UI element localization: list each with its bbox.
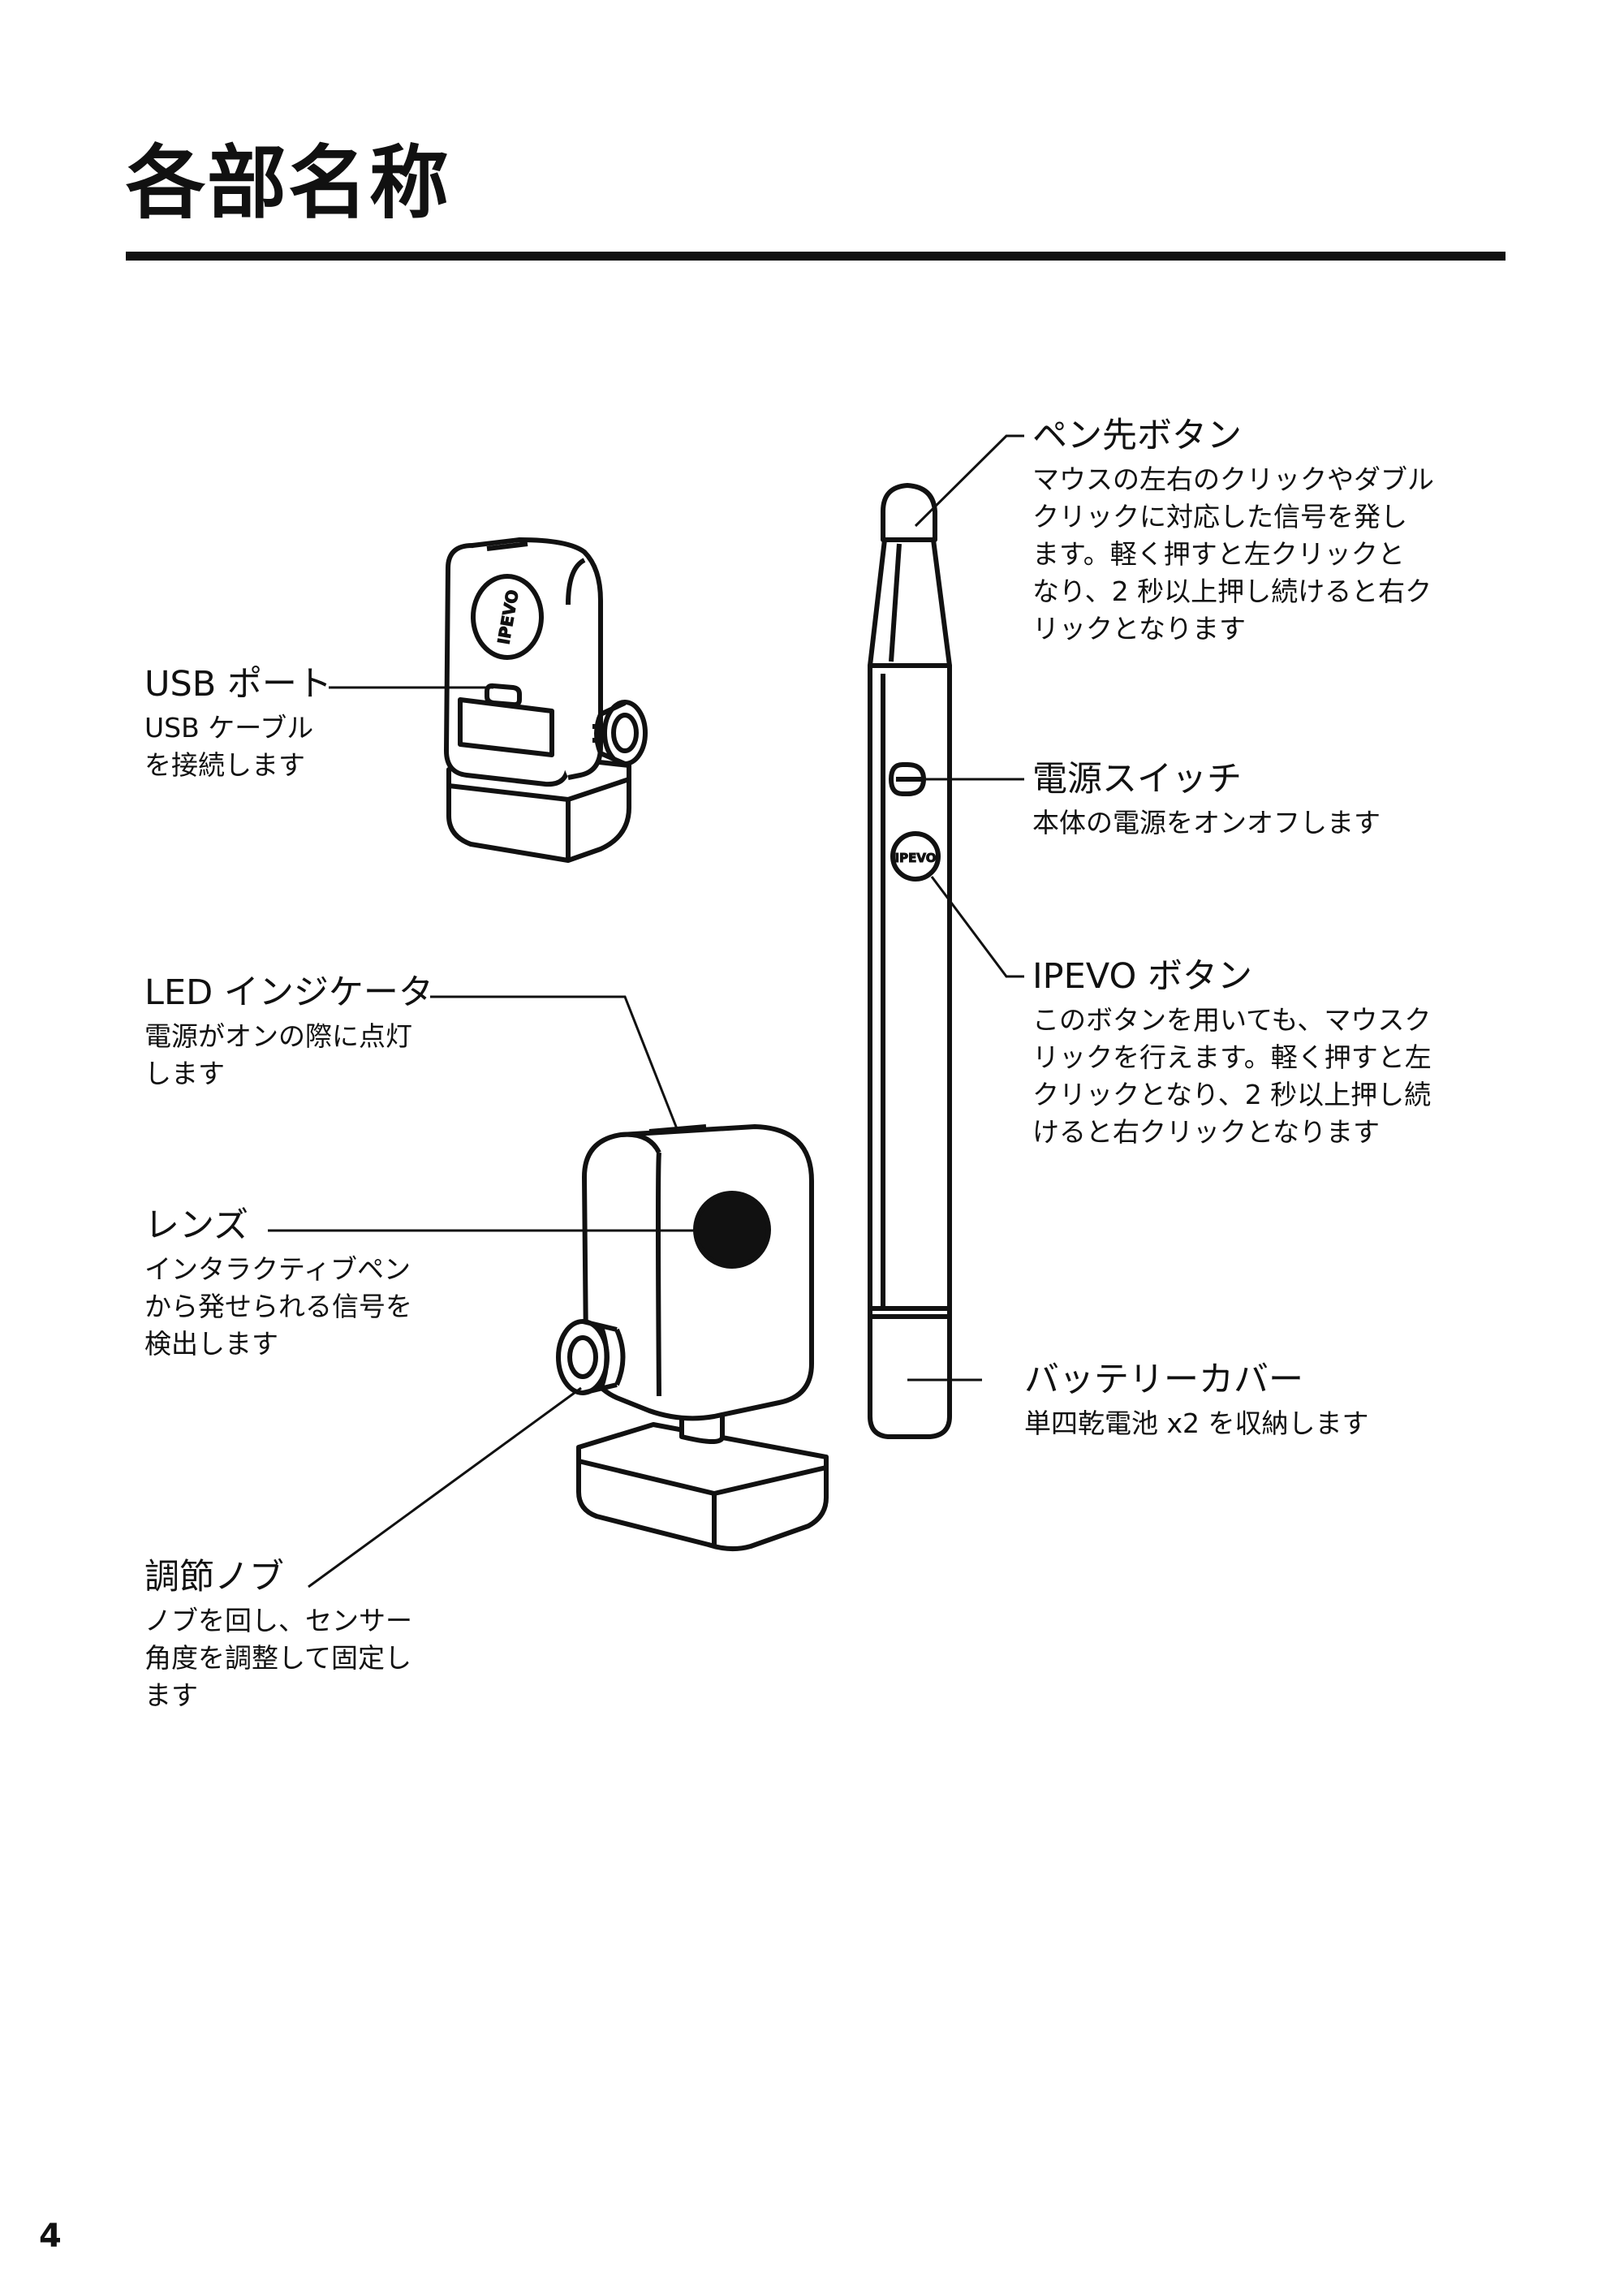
ipevo-button-description: このボタンを用いても、マウスク リックを行えます。軽く押すと左 クリックとなり、… — [1032, 1003, 1432, 1149]
ipevo-button-leader — [930, 876, 1024, 978]
sensor-front-base — [576, 1422, 829, 1551]
pen-illustration — [868, 483, 952, 1439]
label-battery-cover: バッテリーカバー 単四乾電池 x2 を収納します — [1024, 1360, 1369, 1442]
page-number: 4 — [39, 2218, 62, 2255]
knob-heading: 調節ノブ — [144, 1557, 284, 1597]
sensor-front-side — [620, 1132, 661, 1154]
sensor-back-illustration — [444, 537, 648, 863]
pen-tip-button — [881, 483, 937, 542]
sensor-front-neck — [679, 1416, 725, 1444]
usb-port-description: USB ケーブル を接続します — [144, 711, 314, 781]
label-lens: レンズ インタラクティブペン から発せられる信号を 検出します — [144, 1205, 412, 1363]
led-description: 電源がオンの際に点灯 します — [144, 1019, 412, 1089]
label-led-indicator: LED インジケータ 電源がオンの際に点灯 します — [144, 972, 433, 1093]
pen-tip-cone-inner — [889, 543, 902, 662]
pen-tip-description: マウスの左右のクリックやダブル クリックに対応した信号を発し ます。軽く押すと左… — [1032, 463, 1434, 645]
title-rule — [126, 252, 1506, 261]
knob-leader — [308, 1386, 582, 1589]
battery-description: 単四乾電池 x2 を収納します — [1024, 1407, 1369, 1439]
usb-port-heading: USB ポート — [144, 664, 332, 705]
label-usb-port: USB ポート USB ケーブル を接続します — [144, 664, 332, 784]
label-adjust-knob: 調節ノブ ノブを回し、センサー 角度を調整して固定し ます — [144, 1557, 412, 1714]
pen-tip-leader — [914, 434, 1024, 528]
sensor-lens — [693, 1191, 771, 1269]
pen-tip-cone — [868, 537, 952, 668]
sensor-front-face-edge — [656, 1152, 661, 1397]
sensor-back-top-slot — [486, 541, 528, 551]
led-heading: LED インジケータ — [144, 972, 433, 1013]
leader-lines — [268, 434, 1024, 1589]
lens-description: インタラクティブペン から発せられる信号を 検出します — [144, 1252, 412, 1360]
label-pen-tip-button: ペン先ボタン マウスの左右のクリックやダブル クリックに対応した信号を発し ます… — [1032, 416, 1434, 649]
sensor-back-knob — [592, 700, 648, 766]
ipevo-button-heading: IPEVO ボタン — [1032, 956, 1252, 997]
pen-tip-heading: ペン先ボタン — [1032, 416, 1242, 456]
page-title: 各部名称 — [126, 137, 451, 230]
label-power-switch: 電源スイッチ 本体の電源をオンオフします — [1032, 759, 1381, 842]
knob-description: ノブを回し、センサー 角度を調整して固定し ます — [144, 1604, 412, 1711]
sensor-front-knob — [556, 1319, 626, 1395]
ipevo-button — [890, 831, 941, 882]
power-description: 本体の電源をオンオフします — [1032, 806, 1381, 838]
sensor-back-face — [566, 558, 586, 606]
power-heading: 電源スイッチ — [1032, 759, 1242, 800]
led-leader — [430, 995, 679, 1132]
battery-heading: バッテリーカバー — [1024, 1360, 1303, 1400]
lens-heading: レンズ — [144, 1205, 249, 1246]
sensor-back-logo-ring — [471, 574, 544, 660]
label-ipevo-button: IPEVO ボタン このボタンを用いても、マウスク リックを行えます。軽く押すと… — [1032, 956, 1432, 1151]
sensor-front-illustration — [556, 1124, 829, 1551]
sensor-back-label-plate — [458, 697, 554, 757]
pen-button-logo: IPEVO — [895, 851, 937, 865]
